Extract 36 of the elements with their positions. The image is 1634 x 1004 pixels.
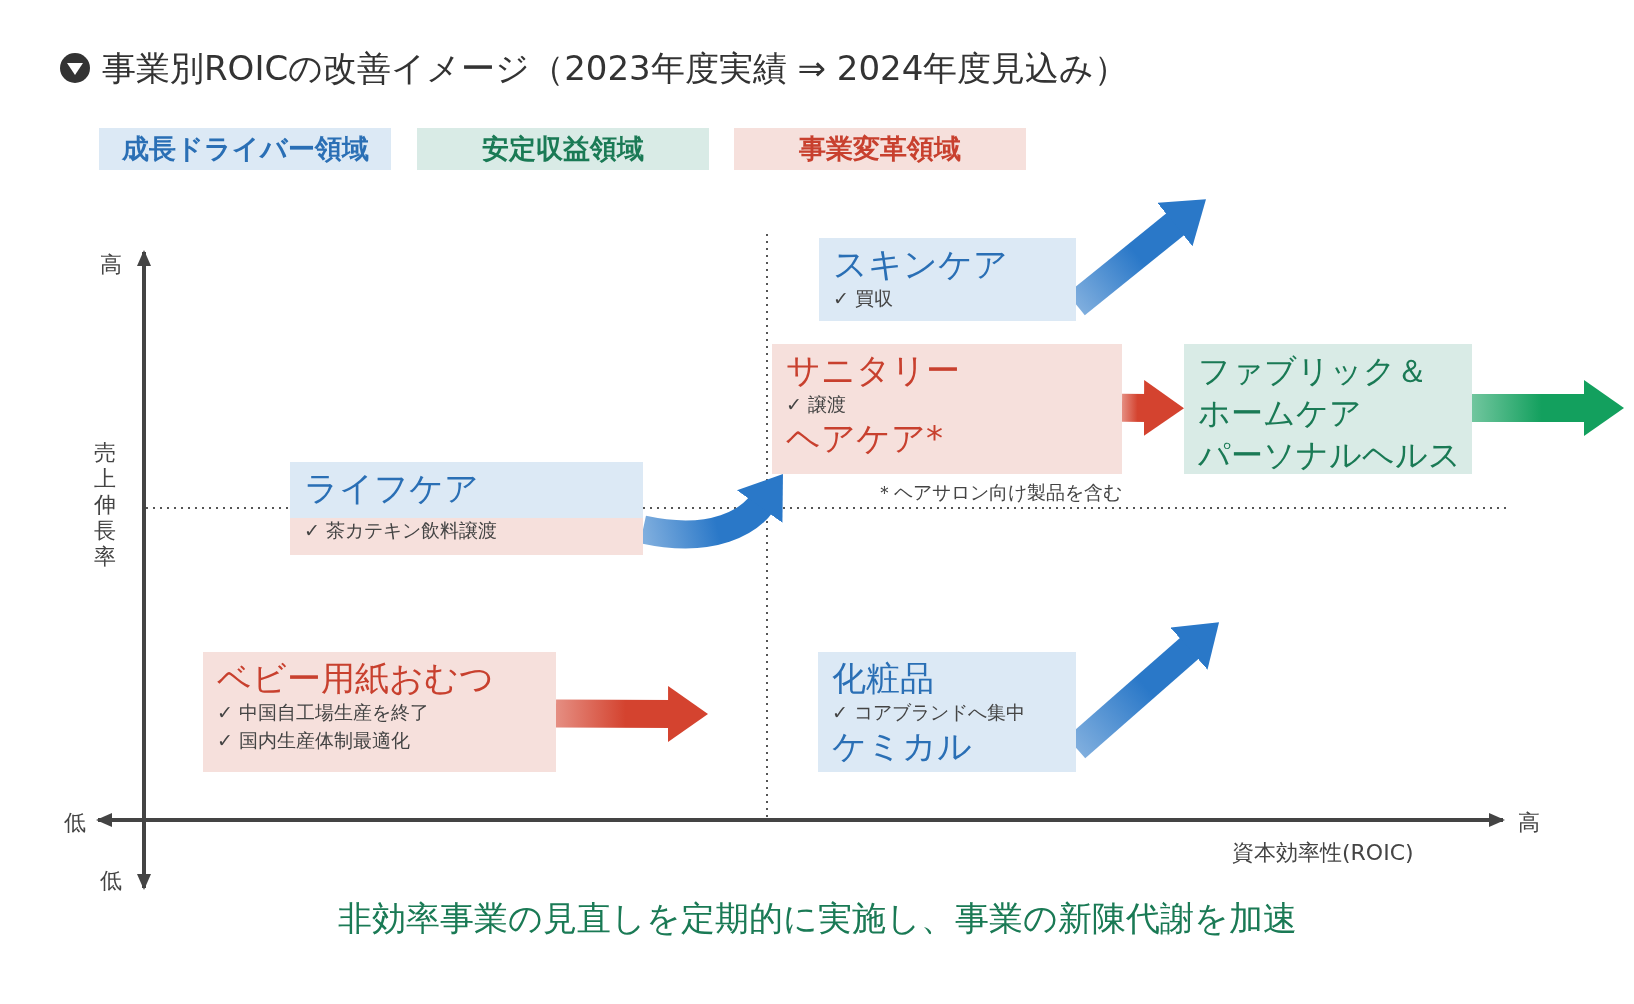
note-text: ✓ 買収 bbox=[833, 286, 894, 311]
note-text: ✓ コアブランドへ集中 bbox=[832, 700, 1026, 725]
arrow bbox=[1472, 380, 1624, 436]
category-box bbox=[819, 238, 1076, 321]
category-name: パーソナルヘルス bbox=[1198, 435, 1458, 476]
category-box bbox=[1184, 344, 1472, 474]
note-text: ✓ 茶カテキン飲料譲渡 bbox=[304, 518, 498, 543]
axis-label: 低 bbox=[64, 809, 86, 837]
title: 事業別ROICの改善イメージ（2023年度実績 ⇒ 2024年度見込み） bbox=[102, 47, 1129, 90]
caption: 非効率事業の見直しを定期的に実施し、事業の新陳代謝を加速 bbox=[336, 897, 1298, 940]
axis-label: 高 bbox=[1518, 809, 1540, 837]
axis-label: 売上伸長率 bbox=[94, 440, 117, 570]
category-name: ケミカル bbox=[832, 726, 973, 766]
axis-label: 低 bbox=[100, 867, 122, 895]
arrow bbox=[1121, 379, 1184, 436]
category-name: スキンケア bbox=[833, 244, 1009, 284]
legend-label: 事業変革領域 bbox=[798, 132, 962, 166]
footnote: ＊ヘアサロン向け製品を含む bbox=[875, 480, 1122, 505]
note-text: ✓ 譲渡 bbox=[786, 392, 847, 417]
category-box bbox=[818, 652, 1076, 772]
category-box bbox=[772, 344, 1122, 474]
category-name: サニタリー bbox=[786, 350, 961, 390]
axis-label: 高 bbox=[100, 251, 122, 279]
note-text: ✓ 中国自工場生産を終了 bbox=[217, 700, 430, 725]
category-name: ライフケア bbox=[304, 468, 480, 508]
arrow bbox=[555, 686, 708, 742]
category-box bbox=[203, 652, 556, 772]
category-name: 化粧品 bbox=[832, 658, 935, 698]
note-text: ✓ 国内生産体制最適化 bbox=[217, 728, 411, 753]
category-name: ヘアケア* bbox=[786, 418, 944, 458]
category-box bbox=[290, 462, 643, 555]
category-name: ファブリック＆ホームケア bbox=[1198, 351, 1429, 434]
legend-label: 成長ドライバー領域 bbox=[120, 132, 370, 166]
category-name: ベビー用紙おむつ bbox=[217, 658, 495, 698]
legend-label: 安定収益領域 bbox=[481, 132, 645, 166]
axis-label: 資本効率性(ROIC) bbox=[1232, 839, 1414, 867]
